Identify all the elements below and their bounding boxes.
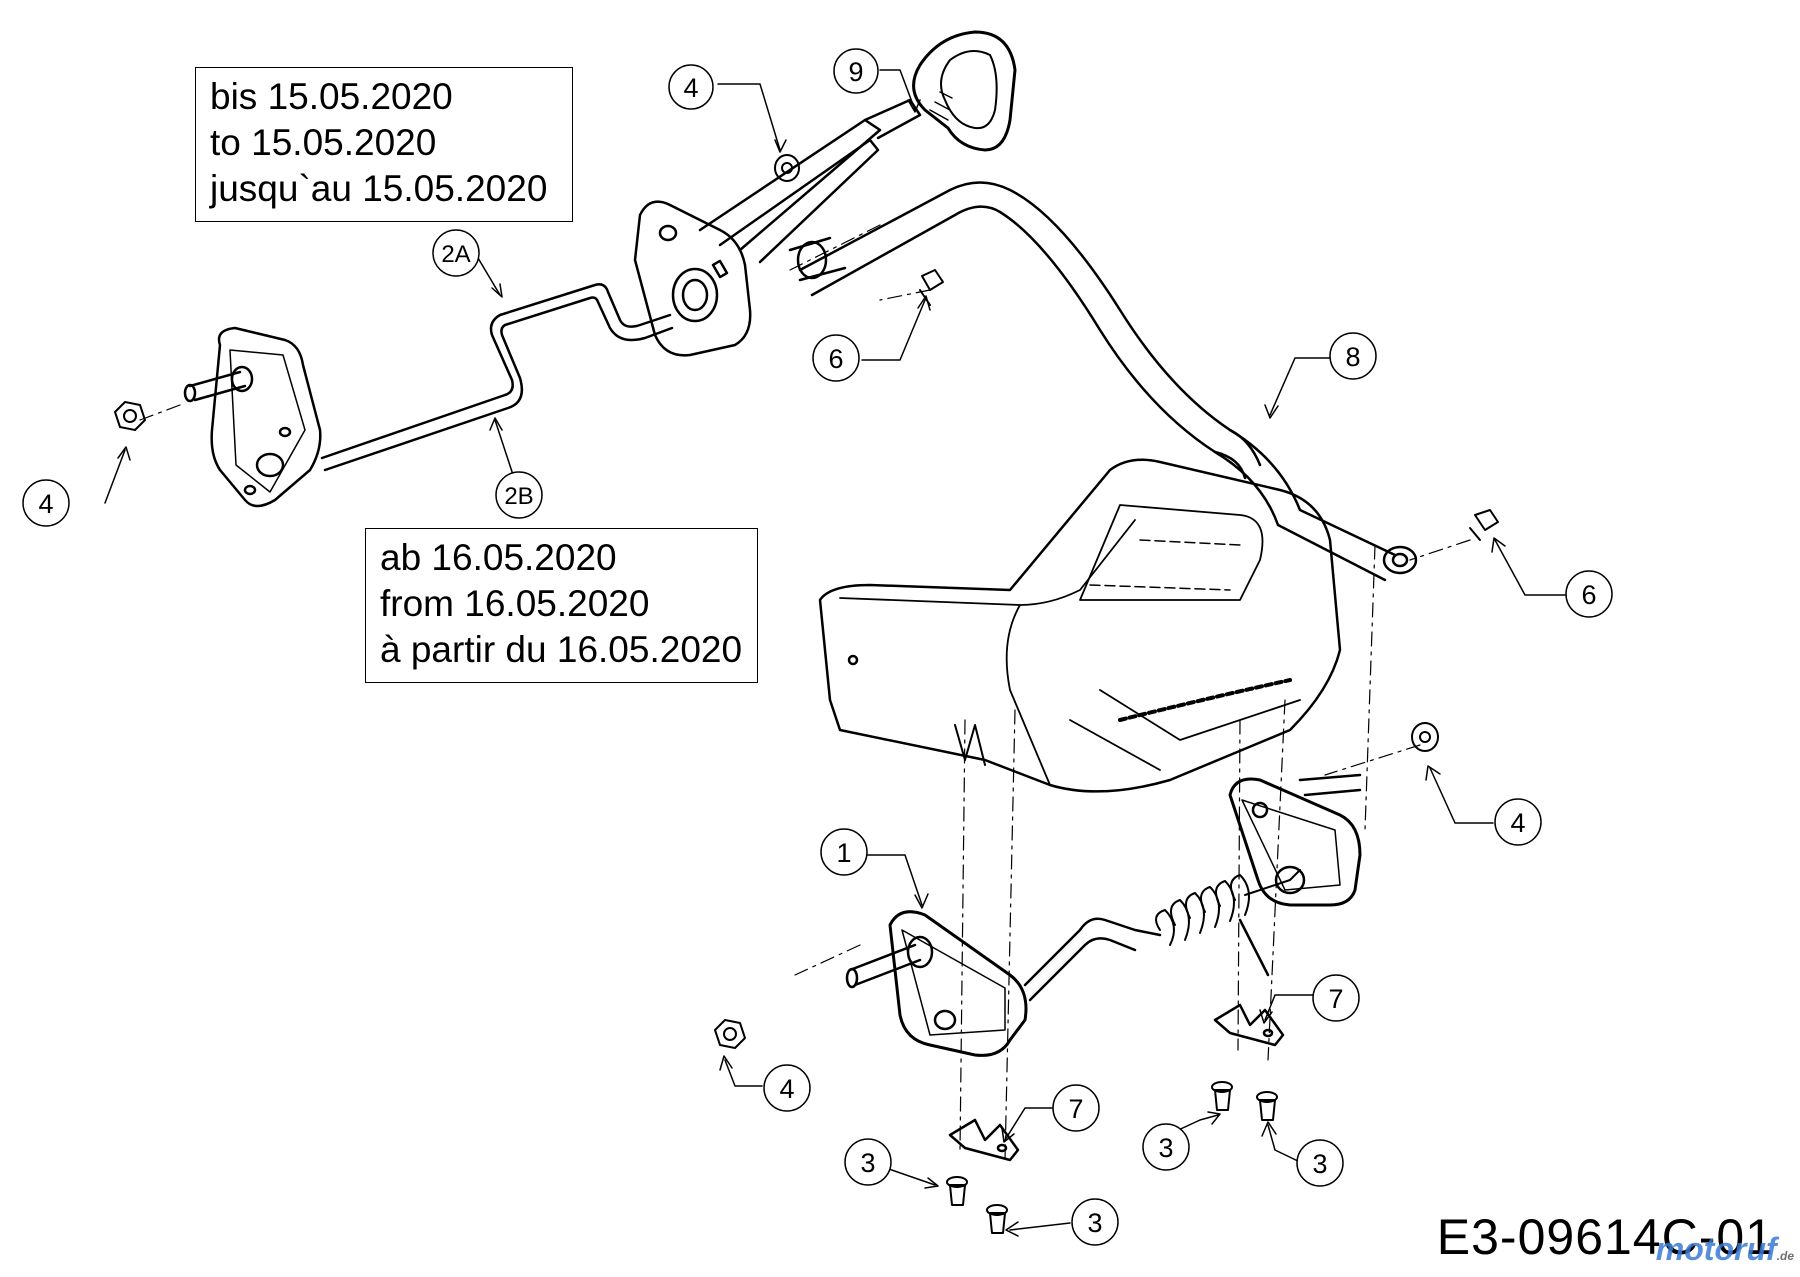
svg-text:6: 6 <box>1581 580 1596 610</box>
hardware <box>114 154 1499 1234</box>
note-line: to 15.05.2020 <box>210 122 437 163</box>
lever-bracket <box>633 98 922 357</box>
callout-4-lower: 4 <box>763 1064 811 1112</box>
svg-text:4: 4 <box>38 489 53 519</box>
callout-4-right: 4 <box>1494 798 1542 846</box>
svg-text:2B: 2B <box>504 483 533 510</box>
clip-7-upper <box>1213 1003 1285 1047</box>
svg-text:1: 1 <box>836 838 851 868</box>
svg-text:4: 4 <box>1510 808 1525 838</box>
svg-text:4: 4 <box>779 1074 794 1104</box>
nut-4-left <box>114 401 146 431</box>
nut-4-lower <box>714 1019 746 1049</box>
callout-3-bottom: 3 <box>1071 1198 1119 1246</box>
note-valid-from: ab 16.05.2020 from 16.05.2020 à partir d… <box>365 528 758 683</box>
svg-text:7: 7 <box>1068 1094 1083 1124</box>
watermark-brand: motoruf <box>1655 1231 1777 1267</box>
bolt-6-right <box>1469 509 1499 541</box>
rod-2b <box>320 283 674 472</box>
callout-3-right: 3 <box>1296 1139 1344 1187</box>
note-line: à partir du 16.05.2020 <box>380 629 743 670</box>
callout-4-top: 4 <box>668 64 714 110</box>
svg-text:3: 3 <box>1158 1133 1173 1163</box>
handle-bar-8 <box>788 181 1418 582</box>
washer-4-top <box>774 154 800 182</box>
svg-text:6: 6 <box>828 344 843 374</box>
svg-text:7: 7 <box>1328 984 1343 1014</box>
svg-text:3: 3 <box>1312 1149 1327 1179</box>
knob-9 <box>912 30 1017 152</box>
watermark-suffix: .de <box>1776 1249 1794 1263</box>
screw-3-c <box>1211 1081 1233 1111</box>
note-line: from 16.05.2020 <box>380 583 650 624</box>
pivot-plate-upper <box>183 326 322 508</box>
svg-text:3: 3 <box>860 1148 875 1178</box>
note-line: jusqu`au 15.05.2020 <box>210 168 548 209</box>
callout-2b: 2B <box>495 471 543 519</box>
svg-text:4: 4 <box>683 73 698 103</box>
spring <box>1155 869 1301 946</box>
callout-9: 9 <box>833 48 879 94</box>
drawing-code: E3-09614C-01 <box>1436 1209 1774 1265</box>
callout-1: 1 <box>820 828 868 876</box>
callout-6-top: 6 <box>812 334 860 382</box>
axle-assembly-1 <box>845 773 1362 1057</box>
callout-2a: 2A <box>432 229 480 277</box>
note-line: ab 16.05.2020 <box>380 537 617 578</box>
callout-4-left: 4 <box>22 479 70 527</box>
callout-labels: 4 9 2A 6 8 4 2B 6 4 1 7 4 7 3 3 3 3 <box>22 48 1613 1246</box>
mower-deck <box>818 458 1342 793</box>
screw-3-d <box>1256 1091 1278 1121</box>
washer-4-right <box>1411 722 1439 752</box>
svg-text:8: 8 <box>1345 342 1360 372</box>
svg-text:9: 9 <box>848 57 863 87</box>
note-line: bis 15.05.2020 <box>210 76 453 117</box>
callout-8: 8 <box>1329 332 1377 380</box>
callout-6-right: 6 <box>1565 570 1613 618</box>
callout-3-mid-left: 3 <box>1142 1123 1190 1171</box>
watermark-logo: motoruf.de <box>1656 1231 1794 1268</box>
note-valid-until: bis 15.05.2020 to 15.05.2020 jusqu`au 15… <box>195 67 573 222</box>
callout-7-right: 7 <box>1312 974 1360 1022</box>
screw-3-a <box>946 1176 968 1206</box>
callout-7-lower: 7 <box>1052 1084 1100 1132</box>
leader-lines <box>104 69 1566 1237</box>
callout-3-left: 3 <box>844 1138 892 1186</box>
svg-text:3: 3 <box>1087 1208 1102 1238</box>
svg-text:2A: 2A <box>441 241 470 268</box>
screw-3-b <box>986 1204 1008 1234</box>
